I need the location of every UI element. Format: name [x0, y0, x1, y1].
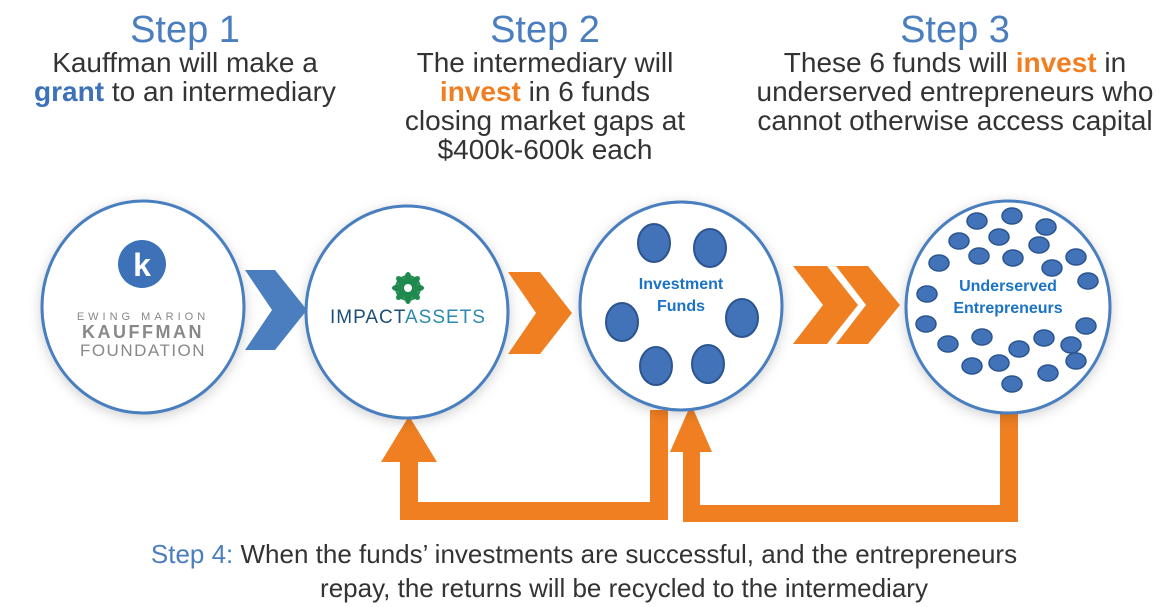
- step-3-line1: These 6 funds will: [783, 47, 1016, 78]
- step-2-keyword: invest: [439, 76, 521, 107]
- step-3-line3: cannot otherwise access capital: [757, 105, 1153, 136]
- step-2-line2: in 6 funds: [520, 76, 651, 107]
- investment-funds-node: [578, 200, 784, 412]
- entrepreneur-dot: [1033, 329, 1055, 347]
- funds-label-line2: Funds: [657, 298, 705, 315]
- entrepreneur-dot: [1065, 248, 1087, 266]
- entrepreneur-dot: [1028, 236, 1050, 254]
- entrepreneurs-label-line1: Underserved: [959, 278, 1057, 295]
- impactassets-logo: IMPACTASSETS: [330, 272, 486, 328]
- entrepreneur-dot: [948, 232, 970, 250]
- step-3: Step 3 These 6 funds will invest in unde…: [730, 9, 1168, 136]
- entrepreneur-dot: [968, 247, 990, 265]
- entrepreneur-dot: [1060, 336, 1082, 354]
- entrepreneur-dot: [988, 228, 1010, 246]
- step-2-line3: closing market gaps at: [404, 105, 686, 136]
- fund-dots: [605, 223, 759, 386]
- step-3-line2: underserved entrepreneurs who: [756, 76, 1154, 107]
- funds-label-line1: Investment: [639, 276, 724, 293]
- entrepreneur-dot: [988, 354, 1010, 372]
- entrepreneurs-node: [904, 199, 1112, 415]
- fund-dot: [693, 228, 727, 268]
- entrepreneur-dot: [937, 335, 959, 353]
- step-3-title: Step 3: [900, 9, 1010, 51]
- step-4-line1: When the funds’ investments are successf…: [233, 539, 1018, 569]
- entrepreneur-dot: [1077, 272, 1099, 290]
- kauffman-logo: k EWING MARION KAUFFMAN FOUNDATION: [77, 240, 209, 360]
- entrepreneur-dot: [1041, 259, 1063, 277]
- step-1-line2: to an intermediary: [104, 76, 336, 107]
- step-1-title: Step 1: [130, 9, 240, 51]
- entrepreneur-dot: [971, 328, 993, 346]
- fund-dot: [725, 298, 759, 338]
- kauffman-line2: KAUFFMAN: [82, 322, 204, 342]
- fund-dot: [639, 346, 673, 386]
- impactassets-node: [304, 204, 510, 420]
- step-1-keyword: grant: [34, 76, 105, 107]
- kauffman-node: [40, 199, 246, 415]
- step-3-line1-end: in: [1096, 47, 1127, 78]
- return-arrow-entrepreneurs-to-funds: [670, 404, 1018, 522]
- entrepreneur-dot: [1002, 249, 1024, 267]
- return-arrow-funds-to-intermediary: [381, 410, 668, 520]
- blue-chevron-arrow: [245, 270, 307, 350]
- step-3-keyword: invest: [1015, 47, 1097, 78]
- kauffman-k-letter: k: [133, 247, 151, 283]
- step-4-line2: repay, the returns will be recycled to t…: [320, 573, 928, 603]
- step-4: Step 4: When the funds’ investments are …: [0, 537, 1168, 605]
- double-chevron-arrow-2: [836, 266, 900, 344]
- step-1: Step 1 Kauffman will make a grant to an …: [20, 9, 350, 107]
- step-4-label: Step 4:: [150, 539, 234, 569]
- double-chevron-arrow-1: [793, 266, 858, 344]
- entrepreneur-dot: [1008, 340, 1030, 358]
- impactassets-star-icon: [392, 272, 424, 304]
- entrepreneur-dots: [915, 207, 1099, 393]
- entrepreneur-dot: [916, 285, 938, 303]
- entrepreneur-dot: [1075, 317, 1097, 335]
- entrepreneur-dot: [1035, 218, 1057, 236]
- step-2-title: Step 2: [490, 9, 600, 51]
- step-1-line1: Kauffman will make a: [52, 47, 318, 78]
- entrepreneur-dot: [966, 212, 988, 230]
- entrepreneur-dot: [961, 357, 983, 375]
- step-2: Step 2 The intermediary will invest in 6…: [380, 9, 710, 165]
- orange-chevron-arrow: [508, 272, 572, 354]
- entrepreneur-dot: [1065, 352, 1087, 370]
- svg-text:IMPACTASSETS: IMPACTASSETS: [330, 307, 486, 328]
- entrepreneur-dot: [1037, 364, 1059, 382]
- kauffman-line3: FOUNDATION: [80, 341, 206, 360]
- fund-dot: [637, 223, 671, 263]
- impact-text-part1: IMPACT: [330, 307, 406, 328]
- entrepreneur-dot: [928, 254, 950, 272]
- fund-dot: [605, 302, 639, 342]
- entrepreneur-dot: [1001, 375, 1023, 393]
- impact-text-part2: ASSETS: [405, 307, 486, 328]
- entrepreneurs-label-line2: Entrepreneurs: [953, 300, 1062, 317]
- entrepreneur-dot: [915, 315, 937, 333]
- step-2-line1: The intermediary will: [416, 47, 674, 78]
- fund-dot: [691, 344, 725, 384]
- step-2-line4: $400k-600k each: [437, 134, 653, 165]
- entrepreneur-dot: [1001, 207, 1023, 225]
- kauffman-k-icon: [118, 240, 166, 288]
- kauffman-line1: EWING MARION: [77, 311, 209, 323]
